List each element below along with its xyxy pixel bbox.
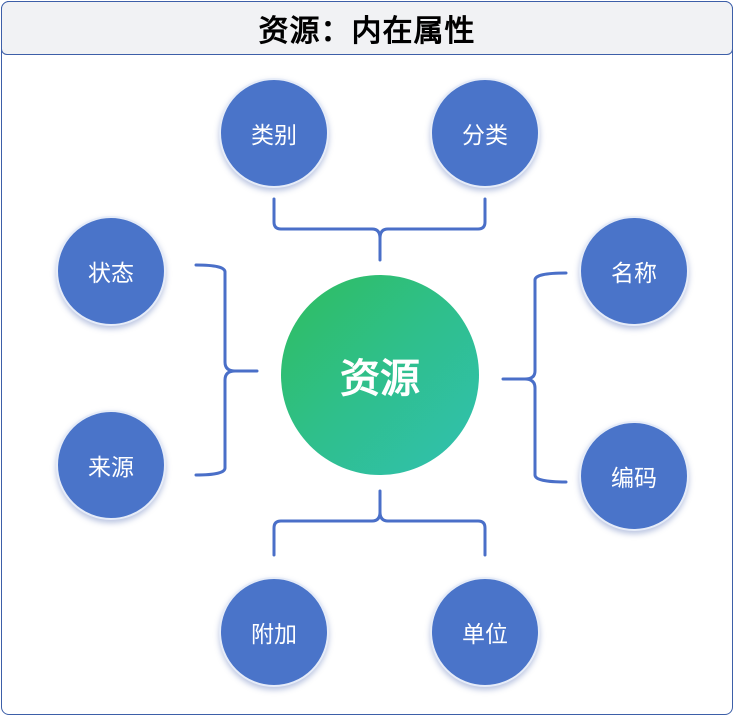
bracket-left xyxy=(194,263,259,477)
node-classification: 分类 xyxy=(430,78,540,188)
node-source: 来源 xyxy=(56,410,166,520)
bracket-right xyxy=(501,271,568,484)
page-title: 资源：内在属性 xyxy=(258,14,476,49)
node-additional: 附加 xyxy=(219,577,329,687)
center-node: 资源 xyxy=(281,275,479,475)
node-status: 状态 xyxy=(56,216,166,326)
bracket-top xyxy=(272,197,487,262)
node-name: 名称 xyxy=(579,216,689,326)
node-code: 编码 xyxy=(579,421,689,531)
title-bar: 资源：内在属性 xyxy=(1,1,733,55)
node-unit: 单位 xyxy=(430,577,540,687)
bracket-bottom xyxy=(272,489,487,557)
node-category: 类别 xyxy=(219,78,329,188)
